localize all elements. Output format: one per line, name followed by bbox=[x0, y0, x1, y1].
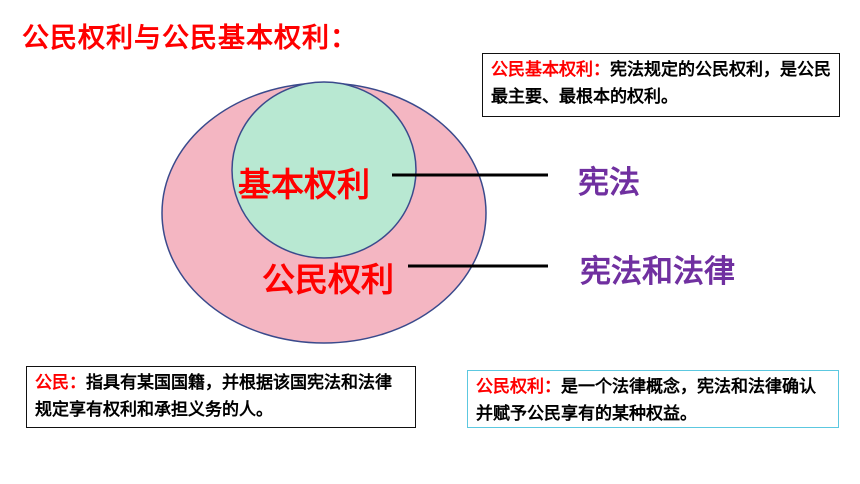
definition-term: 公民： bbox=[35, 373, 86, 393]
constitution-and-law-source-label: 宪法和法律 bbox=[580, 254, 735, 290]
page-title: 公民权利与公民基本权利： bbox=[22, 23, 358, 54]
basic-rights-circle bbox=[231, 81, 417, 259]
citizen-definition-box: 公民：指具有某国国籍，并根据该国宪法和法律规定享有权利和承担义务的人。 bbox=[26, 366, 416, 428]
definition-term: 公民基本权利： bbox=[491, 60, 610, 80]
definition-term: 公民权利： bbox=[476, 377, 561, 397]
definition-text: 指具有某国国籍，并根据该国宪法和法律规定享有权利和承担义务的人。 bbox=[35, 373, 392, 420]
basic-rights-label: 基本权利 bbox=[238, 165, 370, 204]
basic-rights-definition-box: 公民基本权利：宪法规定的公民权利，是公民最主要、最根本的权利。 bbox=[482, 53, 840, 117]
definition-text: 是一个法律概念，宪法和法律确认并赋予公民享有的某种权益。 bbox=[476, 377, 816, 424]
citizen-rights-label: 公民权利 bbox=[262, 260, 394, 299]
citizen-rights-definition-box: 公民权利：是一个法律概念，宪法和法律确认并赋予公民享有的某种权益。 bbox=[467, 370, 839, 428]
definition-text: 宪法规定的公民权利，是公民最主要、最根本的权利。 bbox=[491, 60, 831, 107]
constitution-source-label: 宪法 bbox=[578, 165, 640, 201]
